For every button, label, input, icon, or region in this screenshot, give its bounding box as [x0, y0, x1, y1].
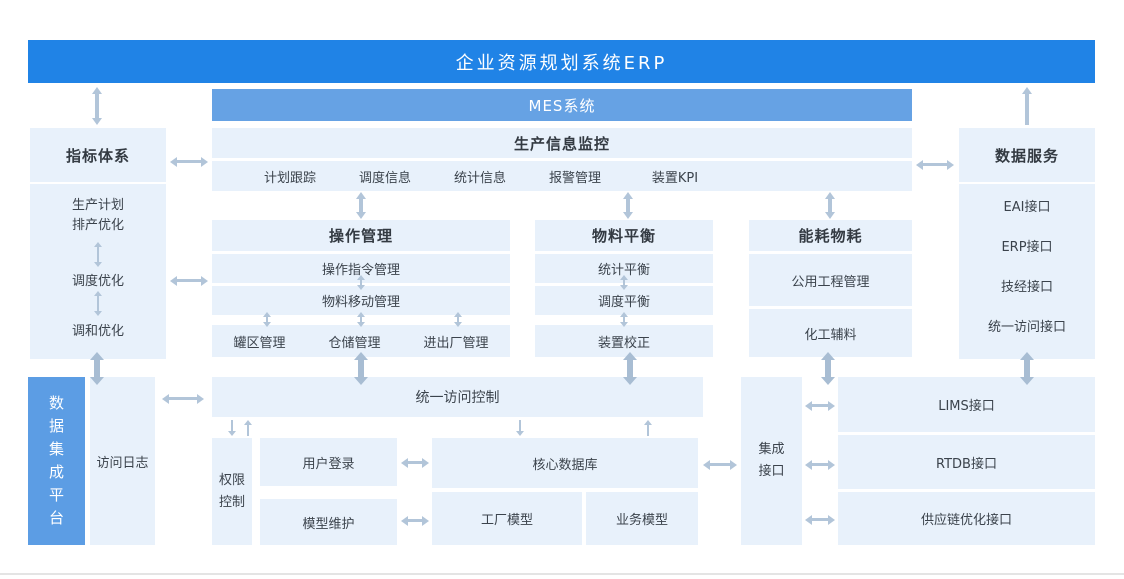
indicator-system-body: 生产计划 排产优化 调度优化 调和优化: [30, 184, 166, 359]
business-model-box: 业务模型: [586, 492, 698, 545]
arrow-up-small-icon: [244, 420, 252, 436]
operation-mgmt-cell: 罐区管理: [233, 335, 286, 351]
operation-mgmt-row2: 物料移动管理: [212, 286, 510, 315]
supply-chain-interface-box: 供应链优化接口: [838, 492, 1095, 545]
monitor-item: 统计信息: [453, 170, 507, 186]
integration-interface-line: 接口: [758, 464, 785, 479]
integration-interface-line: 集成: [758, 442, 785, 457]
data-service-item: 技经接口: [1000, 280, 1053, 295]
arrow-updown-small-icon: [93, 242, 103, 267]
model-maintenance-box: 模型维护: [260, 499, 397, 545]
indicator-item: 调度优化: [71, 274, 124, 289]
arrow-leftright-icon: [916, 158, 954, 171]
indicator-item-line: 排产优化: [71, 218, 124, 233]
arrow-leftright-icon: [805, 399, 835, 412]
data-service-title: 数据服务: [994, 146, 1059, 165]
production-monitor-row: 计划跟踪 调度信息 统计信息 报警管理 装置KPI: [212, 161, 912, 191]
arrow-leftright-icon: [805, 513, 835, 526]
arrow-leftright-icon: [401, 514, 429, 527]
monitor-item: 调度信息: [358, 170, 412, 186]
integration-interface-box: 集成 接口: [741, 377, 802, 545]
data-service-header: 数据服务: [959, 128, 1095, 182]
energy-header: 能耗物耗: [749, 220, 912, 251]
production-monitor-title: 生产信息监控: [513, 134, 610, 153]
material-balance-title: 物料平衡: [591, 227, 656, 245]
data-service-item: EAI接口: [1003, 200, 1051, 215]
arrow-leftright-icon: [170, 274, 208, 287]
core-database-box: 核心数据库: [432, 438, 698, 488]
monitor-item: 装置KPI: [651, 170, 699, 186]
arrow-updown-small-icon: [453, 312, 463, 327]
production-monitor-header: 生产信息监控: [212, 128, 912, 158]
arrow-updown-small-icon: [356, 275, 366, 290]
data-service-body: EAI接口 ERP接口 技经接口 统一访问接口: [959, 184, 1095, 359]
integration-platform-title: 数据集成平台: [48, 394, 64, 527]
arrow-updown-small-icon: [619, 312, 629, 327]
indicator-system-title: 指标体系: [65, 146, 130, 165]
rtdb-interface-box: RTDB接口: [838, 435, 1095, 489]
arrow-updown-small-icon: [356, 312, 366, 327]
arrow-down-small-icon: [228, 420, 236, 436]
indicator-item: 调和优化: [71, 324, 124, 339]
material-balance-row: 装置校正: [535, 325, 713, 357]
indicator-item-line: 生产计划: [71, 198, 124, 213]
data-service-item: ERP接口: [1001, 240, 1053, 255]
integration-platform-box: 数据集成平台: [28, 377, 85, 545]
arrow-down-small-icon: [516, 420, 524, 436]
arrow-updown-icon: [354, 192, 368, 219]
access-log-box: 访问日志: [90, 377, 155, 545]
monitor-item: 报警管理: [548, 170, 602, 186]
arrow-updown-small-icon: [619, 275, 629, 290]
arrow-leftright-icon: [170, 155, 208, 168]
factory-model-box: 工厂模型: [432, 492, 582, 545]
permission-control-box: 权限 控制: [212, 438, 252, 545]
mes-banner-title: MES系统: [528, 96, 596, 115]
operation-mgmt-cell: 进出厂管理: [423, 335, 489, 351]
permission-control-line: 控制: [218, 494, 245, 510]
energy-title: 能耗物耗: [798, 227, 863, 245]
arrow-updown-icon: [823, 192, 837, 219]
erp-banner: 企业资源规划系统ERP: [28, 40, 1095, 83]
arrow-updown-thick-icon: [88, 352, 106, 385]
indicator-item: 生产计划 排产优化: [30, 196, 166, 236]
arrow-leftright-icon: [805, 458, 835, 471]
arrow-updown-thick-icon: [1018, 352, 1036, 385]
lims-interface-box: LIMS接口: [838, 377, 1095, 432]
operation-mgmt-header: 操作管理: [212, 220, 510, 251]
page-bottom-divider: [0, 573, 1124, 575]
operation-mgmt-title: 操作管理: [328, 227, 393, 245]
energy-row: 公用工程管理: [749, 254, 912, 306]
arrow-leftright-icon: [703, 458, 737, 471]
permission-control-line: 权限: [218, 472, 245, 488]
erp-banner-title: 企业资源规划系统ERP: [455, 52, 668, 74]
arrow-updown-thick-icon: [352, 352, 370, 385]
mes-banner: MES系统: [212, 89, 912, 121]
arrow-up-icon: [1020, 87, 1034, 125]
data-service-item: 统一访问接口: [987, 320, 1066, 335]
arrow-updown-thick-icon: [621, 352, 639, 385]
energy-row: 化工辅料: [749, 309, 912, 357]
user-login-box: 用户登录: [260, 438, 397, 486]
arrow-updown-icon: [621, 192, 635, 219]
arrow-leftright-icon: [401, 456, 429, 469]
indicator-system-header: 指标体系: [30, 128, 166, 182]
arrow-updown-small-icon: [262, 312, 272, 327]
arrow-updown-thick-icon: [819, 352, 837, 385]
monitor-item: 计划跟踪: [263, 170, 317, 186]
operation-mgmt-cell: 仓储管理: [328, 335, 381, 351]
arrow-updown-icon: [90, 87, 104, 125]
arrow-leftright-icon: [162, 392, 204, 405]
material-balance-row: 调度平衡: [535, 286, 713, 315]
arrow-up-small-icon: [644, 420, 652, 436]
material-balance-header: 物料平衡: [535, 220, 713, 251]
arrow-updown-small-icon: [93, 291, 103, 316]
